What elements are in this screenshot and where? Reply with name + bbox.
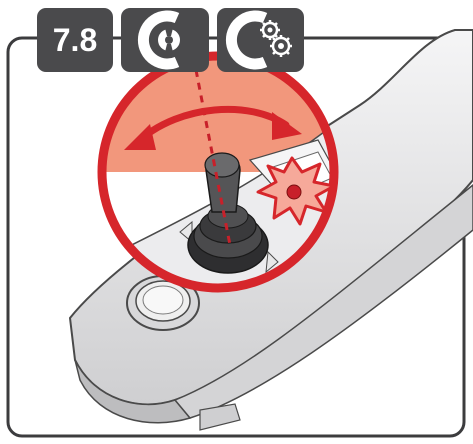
wrench-circle-icon (121, 8, 209, 72)
gears-circle-icon (217, 8, 304, 72)
gear-icon (260, 20, 292, 57)
step-number: 7.8 (37, 21, 113, 59)
service-symbol-badge (121, 8, 209, 72)
mechanism-symbol-badge (217, 8, 304, 72)
step-number-badge: 7.8 (37, 8, 113, 72)
